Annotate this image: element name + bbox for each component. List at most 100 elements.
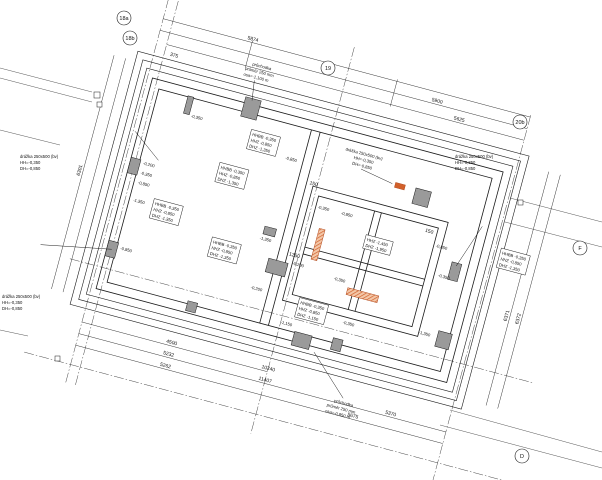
svg-text:18a: 18a: [119, 16, 129, 22]
note-drazka-center-top: drážka 250x500 (bv) HH=-0,350 DH=-0,850: [345, 146, 384, 171]
note-pruchodka-bottom: průchodka průměr 250 mm osa=-0,850 m: [325, 398, 357, 420]
svg-text:drážka 250x500 (bv): drážka 250x500 (bv): [20, 154, 59, 159]
level-mark: -0,350: [438, 273, 451, 281]
svg-text:HH=-0,350: HH=-0,350: [20, 160, 41, 165]
level-mark: -0,850: [340, 210, 353, 218]
dim-5675: 5675: [347, 412, 360, 421]
level-mark: -0,850: [137, 180, 150, 188]
dim-11407: 11407: [258, 376, 273, 385]
level-marks: -0,200 -0,350 -0,850 -1,350 -0,850 -0,35…: [120, 113, 451, 337]
level-mark: -0,850: [120, 246, 133, 254]
level-mark: -1,350: [259, 235, 272, 243]
level-box-c-line2: HHZ -0,850: [153, 207, 176, 218]
svg-text:osa=-0,850 m: osa=-0,850 m: [325, 408, 352, 420]
note-drazka-left-bottom: drážka 250x500 (bv) HH=-0,350 DH=-0,850: [2, 294, 41, 311]
dim-5900: 5900: [431, 97, 444, 106]
dim-150-a: 150: [309, 180, 319, 188]
dimension-lines: [51, 18, 561, 444]
building: 5874 5900 5625 4500 5232 5262 5675 5370 …: [24, 0, 561, 480]
svg-text:DH=-0,850: DH=-0,850: [455, 166, 476, 171]
level-box-d-line1: HHBB -0,350: [213, 239, 239, 250]
svg-text:průchodka: průchodka: [334, 398, 355, 408]
level-box-e-line1: HHZ -1,450: [366, 237, 389, 248]
level-box-d: HHBB -0,350 HHZ -0,850 DHZ -1,350: [206, 236, 242, 265]
notes: průchodka průměr 250 mm osa=-1,100 m prů…: [243, 61, 384, 420]
svg-text:osa=-1,100 m: osa=-1,100 m: [243, 72, 270, 84]
grid-bubble-f: F: [572, 240, 588, 256]
svg-text:HH=-0,350: HH=-0,350: [353, 155, 375, 165]
level-mark: -0,350: [140, 170, 153, 178]
level-box-c-line3: DHZ -1,350: [151, 213, 174, 224]
level-box-g: HHBB -0,350 HHZ -0,850 DHZ -1,350: [495, 247, 531, 276]
level-box-g-line1: HHBB -0,350: [501, 251, 527, 262]
svg-text:drážka 250x500 (bv): drážka 250x500 (bv): [2, 294, 41, 299]
dim-6372: 6372: [514, 313, 523, 326]
dim-150-b: 150: [424, 228, 434, 236]
dim-5625: 5625: [453, 115, 466, 124]
level-mark: -0,850: [285, 155, 298, 163]
level-box-d-line2: HHZ -0,850: [211, 245, 234, 256]
outer-outlines: [69, 50, 530, 410]
level-box-b-line2: HHZ -0,850: [219, 171, 242, 182]
gray-blocks: [104, 95, 463, 353]
dim-5262: 5262: [159, 362, 172, 371]
dim-4500: 4500: [165, 339, 178, 348]
grid-bubbles: 18a 18b 19 20b F D: [116, 10, 588, 464]
svg-text:DH=-0,850: DH=-0,850: [20, 166, 41, 171]
level-box-f-line3: DHZ -1,150: [297, 312, 320, 323]
level-box-g-line3: DHZ -1,350: [498, 262, 521, 273]
svg-text:DH=-0,850: DH=-0,850: [352, 161, 374, 171]
grid-bubble-20b: 20b: [512, 114, 528, 130]
level-box-b-line1: HHBB -0,350: [220, 165, 246, 176]
edge-notes: drážka 250x500 (bv) HH=-0,350 DH=-0,850 …: [2, 154, 494, 311]
level-box-a-line3: DHZ -1,350: [249, 143, 272, 154]
svg-text:18b: 18b: [125, 36, 134, 42]
grid-bubble-18a: 18a: [116, 10, 132, 26]
level-mark: -0,200: [143, 161, 156, 169]
level-box-d-line3: DHZ -1,350: [209, 251, 232, 262]
dim-6371: 6371: [503, 309, 512, 322]
dim-5232: 5232: [162, 350, 175, 359]
svg-text:HH=-0,350: HH=-0,350: [2, 300, 23, 305]
level-box-a-line2: HHZ -0,850: [250, 138, 273, 149]
dimension-labels: 5874 5900 5625 4500 5232 5262 5675 5370 …: [76, 35, 523, 421]
level-box-a: HHBB -0,350 HHZ -0,850 DHZ -1,350: [246, 129, 281, 157]
level-box-c: HHBB -0,350 HHZ -0,850 DHZ -1,350: [148, 198, 184, 226]
level-boxes: HHBB -0,350 HHZ -0,850 DHZ -1,350 HHBB -…: [148, 129, 531, 325]
note-drazka-left-top: drážka 250x500 (bv) HH=-0,350 DH=-0,850: [20, 154, 59, 171]
dim-375: 375: [169, 52, 179, 60]
grid-bubble-d: D: [514, 448, 530, 464]
svg-text:D: D: [520, 454, 524, 460]
note-drazka-right-top: drážka 250x500 (bv) HH=-0,350 DH=-0,850: [455, 154, 494, 171]
level-box-c-line1: HHBB -0,350: [154, 201, 180, 212]
level-box-f: HHBB -0,350 HHZ -0,850 DHZ -1,150: [294, 297, 329, 325]
survey-marks: [54, 91, 524, 362]
level-mark: -1,150: [280, 320, 293, 328]
leader-lines: [40, 80, 483, 399]
dim-1250: 1250: [288, 251, 301, 260]
dim-10240: 10240: [261, 364, 276, 373]
svg-text:19: 19: [325, 66, 331, 72]
svg-text:DH=-0,850: DH=-0,850: [2, 306, 23, 311]
grid-lines: [24, 0, 534, 480]
dim-5874: 5874: [247, 35, 260, 44]
level-box-b: HHBB -0,350 HHZ -0,850 DHZ -1,350: [214, 162, 250, 190]
level-box-b-line3: DHZ -1,350: [217, 176, 240, 187]
dim-6301: 6301: [76, 164, 85, 177]
level-mark: -0,350: [342, 320, 355, 328]
level-mark: -0,850: [435, 243, 448, 251]
svg-text:20b: 20b: [515, 120, 524, 126]
note-pruchodka-top: průchodka průměr 250 mm osa=-1,100 m: [243, 61, 275, 84]
dim-5370: 5370: [384, 410, 397, 419]
level-box-f-line2: HHZ -0,850: [298, 306, 321, 317]
hatched-elements: [310, 182, 406, 304]
svg-text:HH=-0,350: HH=-0,350: [455, 160, 476, 165]
level-mark: -0,200: [292, 261, 305, 269]
level-mark: -0,350: [317, 204, 330, 212]
grid-bubble-19: 19: [320, 60, 336, 76]
svg-text:průchodka: průchodka: [252, 61, 273, 71]
level-mark: -0,350: [190, 113, 203, 121]
level-box-f-line1: HHBB -0,350: [300, 300, 326, 311]
